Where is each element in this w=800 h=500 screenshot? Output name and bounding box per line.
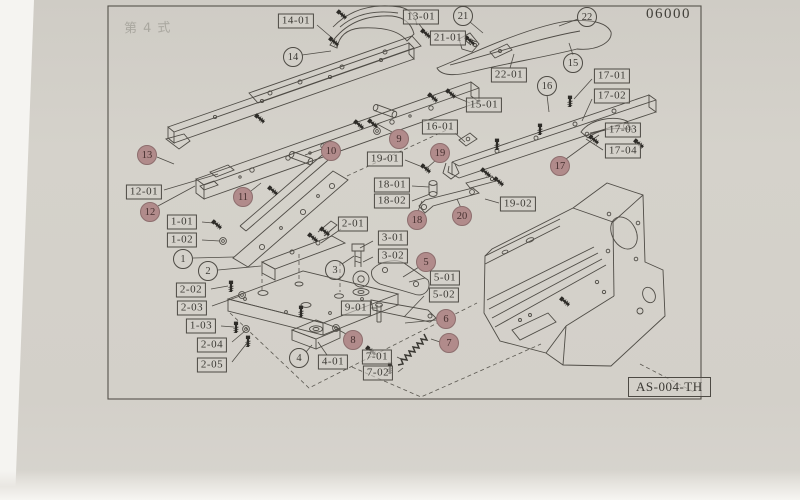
callout-circle-3: 3 — [325, 260, 345, 280]
part-label-2-05: 2-05 — [196, 357, 228, 373]
part-label-7-02: 7-02 — [362, 365, 394, 381]
part-label-5-02: 5-02 — [428, 287, 460, 303]
part-label-7-01: 7-01 — [361, 349, 393, 365]
callout-circle-16: 16 — [537, 76, 557, 96]
part-label-18-02: 18-02 — [373, 193, 411, 209]
part-label-2-02: 2-02 — [175, 282, 207, 298]
part-label-5-01: 5-01 — [429, 270, 461, 286]
callout-circle-1: 1 — [173, 249, 193, 269]
diagram-border — [107, 5, 702, 400]
part-label-12-01: 12-01 — [125, 184, 163, 200]
callout-circle-6: 6 — [436, 309, 456, 329]
handwritten-note: 第4式 — [123, 20, 177, 37]
part-label-2-03: 2-03 — [176, 300, 208, 316]
callout-circle-2: 2 — [198, 261, 218, 281]
callout-circle-14: 14 — [283, 47, 303, 67]
part-label-2-01: 2-01 — [337, 216, 369, 232]
callout-circle-4: 4 — [289, 348, 309, 368]
lower-rail — [195, 81, 480, 200]
part-label-9-01: 9-01 — [340, 300, 372, 316]
callout-circle-21: 21 — [453, 6, 473, 26]
callout-circle-22: 22 — [577, 7, 597, 27]
part-label-19-02: 19-02 — [499, 196, 537, 212]
part-label-17-01: 17-01 — [593, 68, 631, 84]
part-label-14-01: 14-01 — [277, 13, 315, 29]
hood-and-plate — [248, 15, 422, 104]
sheet-code-box: AS-004-TH — [628, 377, 711, 397]
leader-lines — [156, 18, 604, 373]
page-bottom-margin — [0, 470, 800, 500]
curved-blade-lever — [436, 20, 612, 76]
callout-circle-19: 19 — [430, 143, 450, 163]
angle-bracket — [260, 235, 347, 281]
part-label-1-01: 1-01 — [166, 214, 198, 230]
part-label-18-01: 18-01 — [373, 177, 411, 193]
part-label-1-02: 1-02 — [166, 232, 198, 248]
callout-circle-5: 5 — [416, 252, 436, 272]
part-label-21-01: 21-01 — [429, 30, 467, 46]
part-label-17-04: 17-04 — [604, 143, 642, 159]
part-label-17-03: 17-03 — [604, 122, 642, 138]
bed-casting — [483, 182, 666, 367]
machine-parts — [165, 5, 666, 367]
callout-circle-9: 9 — [389, 129, 409, 149]
side-plates — [232, 149, 349, 268]
callout-circle-20: 20 — [452, 206, 472, 226]
part-label-13-01: 13-01 — [402, 9, 440, 25]
part-label-15-01: 15-01 — [465, 97, 503, 113]
part-label-19-01: 19-01 — [366, 151, 404, 167]
callout-circle-11: 11 — [233, 187, 253, 207]
part-label-1-03: 1-03 — [185, 318, 217, 334]
callout-circle-17: 17 — [550, 156, 570, 176]
drawing-number: 06000 — [646, 6, 691, 22]
callout-circle-8: 8 — [343, 330, 363, 350]
part-label-16-01: 16-01 — [421, 119, 459, 135]
base-plate — [226, 270, 400, 336]
callout-circle-10: 10 — [321, 141, 341, 161]
callout-circle-15: 15 — [563, 53, 583, 73]
part-label-3-01: 3-01 — [377, 230, 409, 246]
part-label-4-01: 4-01 — [317, 354, 349, 370]
small-block — [290, 319, 342, 350]
callout-circle-13: 13 — [137, 145, 157, 165]
upper-rail — [165, 41, 415, 150]
callout-circle-18: 18 — [407, 210, 427, 230]
part-label-3-02: 3-02 — [377, 248, 409, 264]
part-label-2-04: 2-04 — [196, 337, 228, 353]
coil-spring — [397, 333, 429, 366]
part-label-22-01: 22-01 — [490, 67, 528, 83]
callout-circle-7: 7 — [439, 333, 459, 353]
bolt-washer-stack — [351, 243, 383, 323]
callout-circle-12: 12 — [140, 202, 160, 222]
part-label-17-02: 17-02 — [593, 88, 631, 104]
